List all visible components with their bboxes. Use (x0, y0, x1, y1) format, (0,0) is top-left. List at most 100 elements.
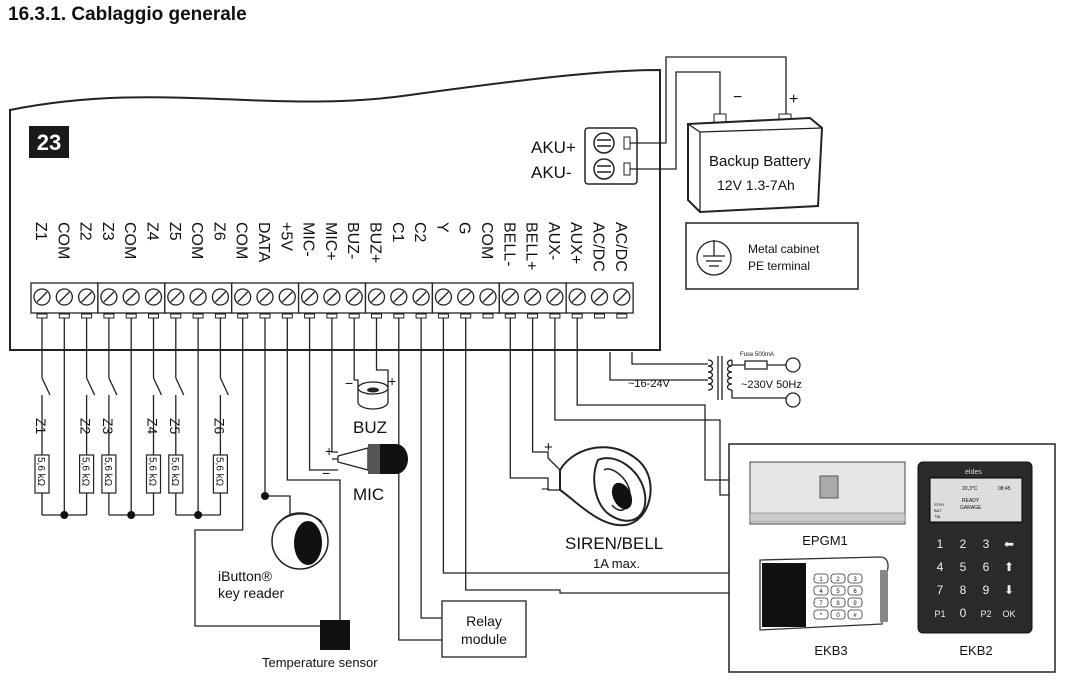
cabinet-label-2: PE terminal (748, 259, 810, 273)
temperature-sensor (320, 620, 350, 650)
terminal-label: Z5 (166, 222, 183, 241)
ekb3-key-label: 2 (836, 577, 840, 583)
ekb2-key: P2 (980, 609, 991, 619)
ekb3-key-label: 6 (853, 589, 857, 595)
terminal-label: Z4 (144, 222, 161, 241)
ekb2-key: 6 (983, 560, 990, 574)
zone-label: Z2 (78, 418, 94, 435)
terminal-label: AUX- (545, 222, 562, 260)
buzzer (357, 381, 389, 410)
resistor-label: 5,6 kΩ (35, 457, 46, 487)
zone-label: Z6 (211, 418, 227, 435)
ekb3-key (847, 597, 863, 608)
terminal-label: COM (54, 222, 71, 259)
ekb2-key: OK (1002, 609, 1015, 619)
aku-plus-screw (593, 132, 615, 154)
resistor-label: 5,6 kΩ (213, 457, 224, 487)
ekb3-key (830, 597, 846, 608)
ekb2-logo: eldes (965, 469, 982, 476)
wire (308, 318, 338, 471)
ekb3-key (830, 585, 846, 596)
ekb2-key: 4 (937, 560, 944, 574)
ekb3-key-label: 9 (853, 601, 857, 607)
terminal-strip (30, 282, 634, 319)
zone-label: Z3 (100, 418, 116, 435)
ekb3-key-label: 3 (853, 577, 857, 583)
ekb3-key-label: # (853, 613, 857, 619)
terminal-label: BELL+ (523, 222, 540, 270)
transformer-secondary: ~16-24V (628, 378, 671, 390)
relay-box (441, 600, 527, 658)
terminal-label: Y (433, 222, 450, 233)
terminal-label: COM (233, 222, 250, 259)
aku-minus-label: AKU- (531, 163, 572, 182)
zone-label: Z4 (145, 418, 161, 435)
junction-dot (194, 511, 203, 519)
ekb2-key: 7 (937, 583, 944, 597)
earth-icon (696, 240, 732, 276)
zone-label: Z1 (33, 418, 49, 435)
ibutton-label-2: key reader (218, 585, 284, 601)
terminal-label: AUX+ (567, 222, 584, 264)
ekb3-key (847, 609, 863, 620)
aku-minus-screw (593, 158, 615, 180)
transformer-primary: ~230V 50Hz (741, 379, 802, 391)
ekb2-screen-side-1: STBY (934, 502, 945, 507)
terminal-label: COM (121, 222, 138, 259)
ekb2-key: 2 (960, 537, 967, 551)
siren-label: SIREN/BELL (565, 534, 663, 553)
ekb3-key (830, 573, 846, 584)
battery-label: Backup Battery (709, 153, 811, 170)
resistor-label: 5,6 kΩ (169, 457, 180, 487)
wire (331, 318, 338, 453)
ekb2-key: P1 (934, 609, 945, 619)
terminal-label: G (456, 222, 473, 234)
aku-plus-label: AKU+ (531, 138, 576, 157)
buz-minus: − (345, 375, 353, 391)
ekb3-key-label: * (820, 613, 823, 619)
wire (194, 318, 320, 627)
ibutton-label: iButton® (218, 568, 273, 584)
terminal-label: BELL- (500, 222, 517, 266)
microphone (332, 444, 408, 474)
buz-plus: + (388, 373, 396, 389)
zone-label: Z5 (167, 418, 183, 435)
wire (353, 318, 359, 388)
siren-icon (547, 446, 652, 527)
relay-label-2: module (461, 631, 507, 647)
ekb2-key: 9 (983, 583, 990, 597)
ekb2-key: ⬅ (1004, 537, 1014, 551)
wire (398, 318, 442, 641)
terminal-label: MIC- (300, 222, 317, 257)
temp-label: Temperature sensor (262, 655, 378, 670)
ekb2-key: 5 (960, 560, 967, 574)
terminal-label: +5V (277, 222, 294, 251)
ekb2-screen-side-3: TBL (934, 514, 942, 519)
battery-minus: − (733, 89, 742, 106)
battery-spec: 12V 1.3-7Ah (717, 177, 795, 193)
terminal-label: BUZ+ (367, 222, 384, 263)
siren-sub: 1A max. (593, 556, 640, 571)
ibutton-reader (271, 512, 329, 570)
terminal-label: AC/DC (590, 222, 607, 272)
ekb2-screen-area: GARAGE (960, 505, 982, 511)
wire (265, 495, 291, 514)
relay-label: Relay (466, 613, 502, 629)
terminal-label: Z3 (99, 222, 116, 241)
siren-minus: − (541, 481, 550, 498)
ekb2-label: EKB2 (959, 643, 992, 658)
terminal-label: COM (188, 222, 205, 259)
battery-plus: + (789, 91, 798, 108)
terminal-label: AC/DC (612, 222, 629, 272)
ekb3-key-label: 4 (819, 589, 823, 595)
terminal-label: COM (478, 222, 495, 259)
ekb2-keypad (917, 461, 1033, 634)
ekb2-key: ⬆ (1004, 560, 1014, 574)
buz-label: BUZ (353, 418, 387, 437)
